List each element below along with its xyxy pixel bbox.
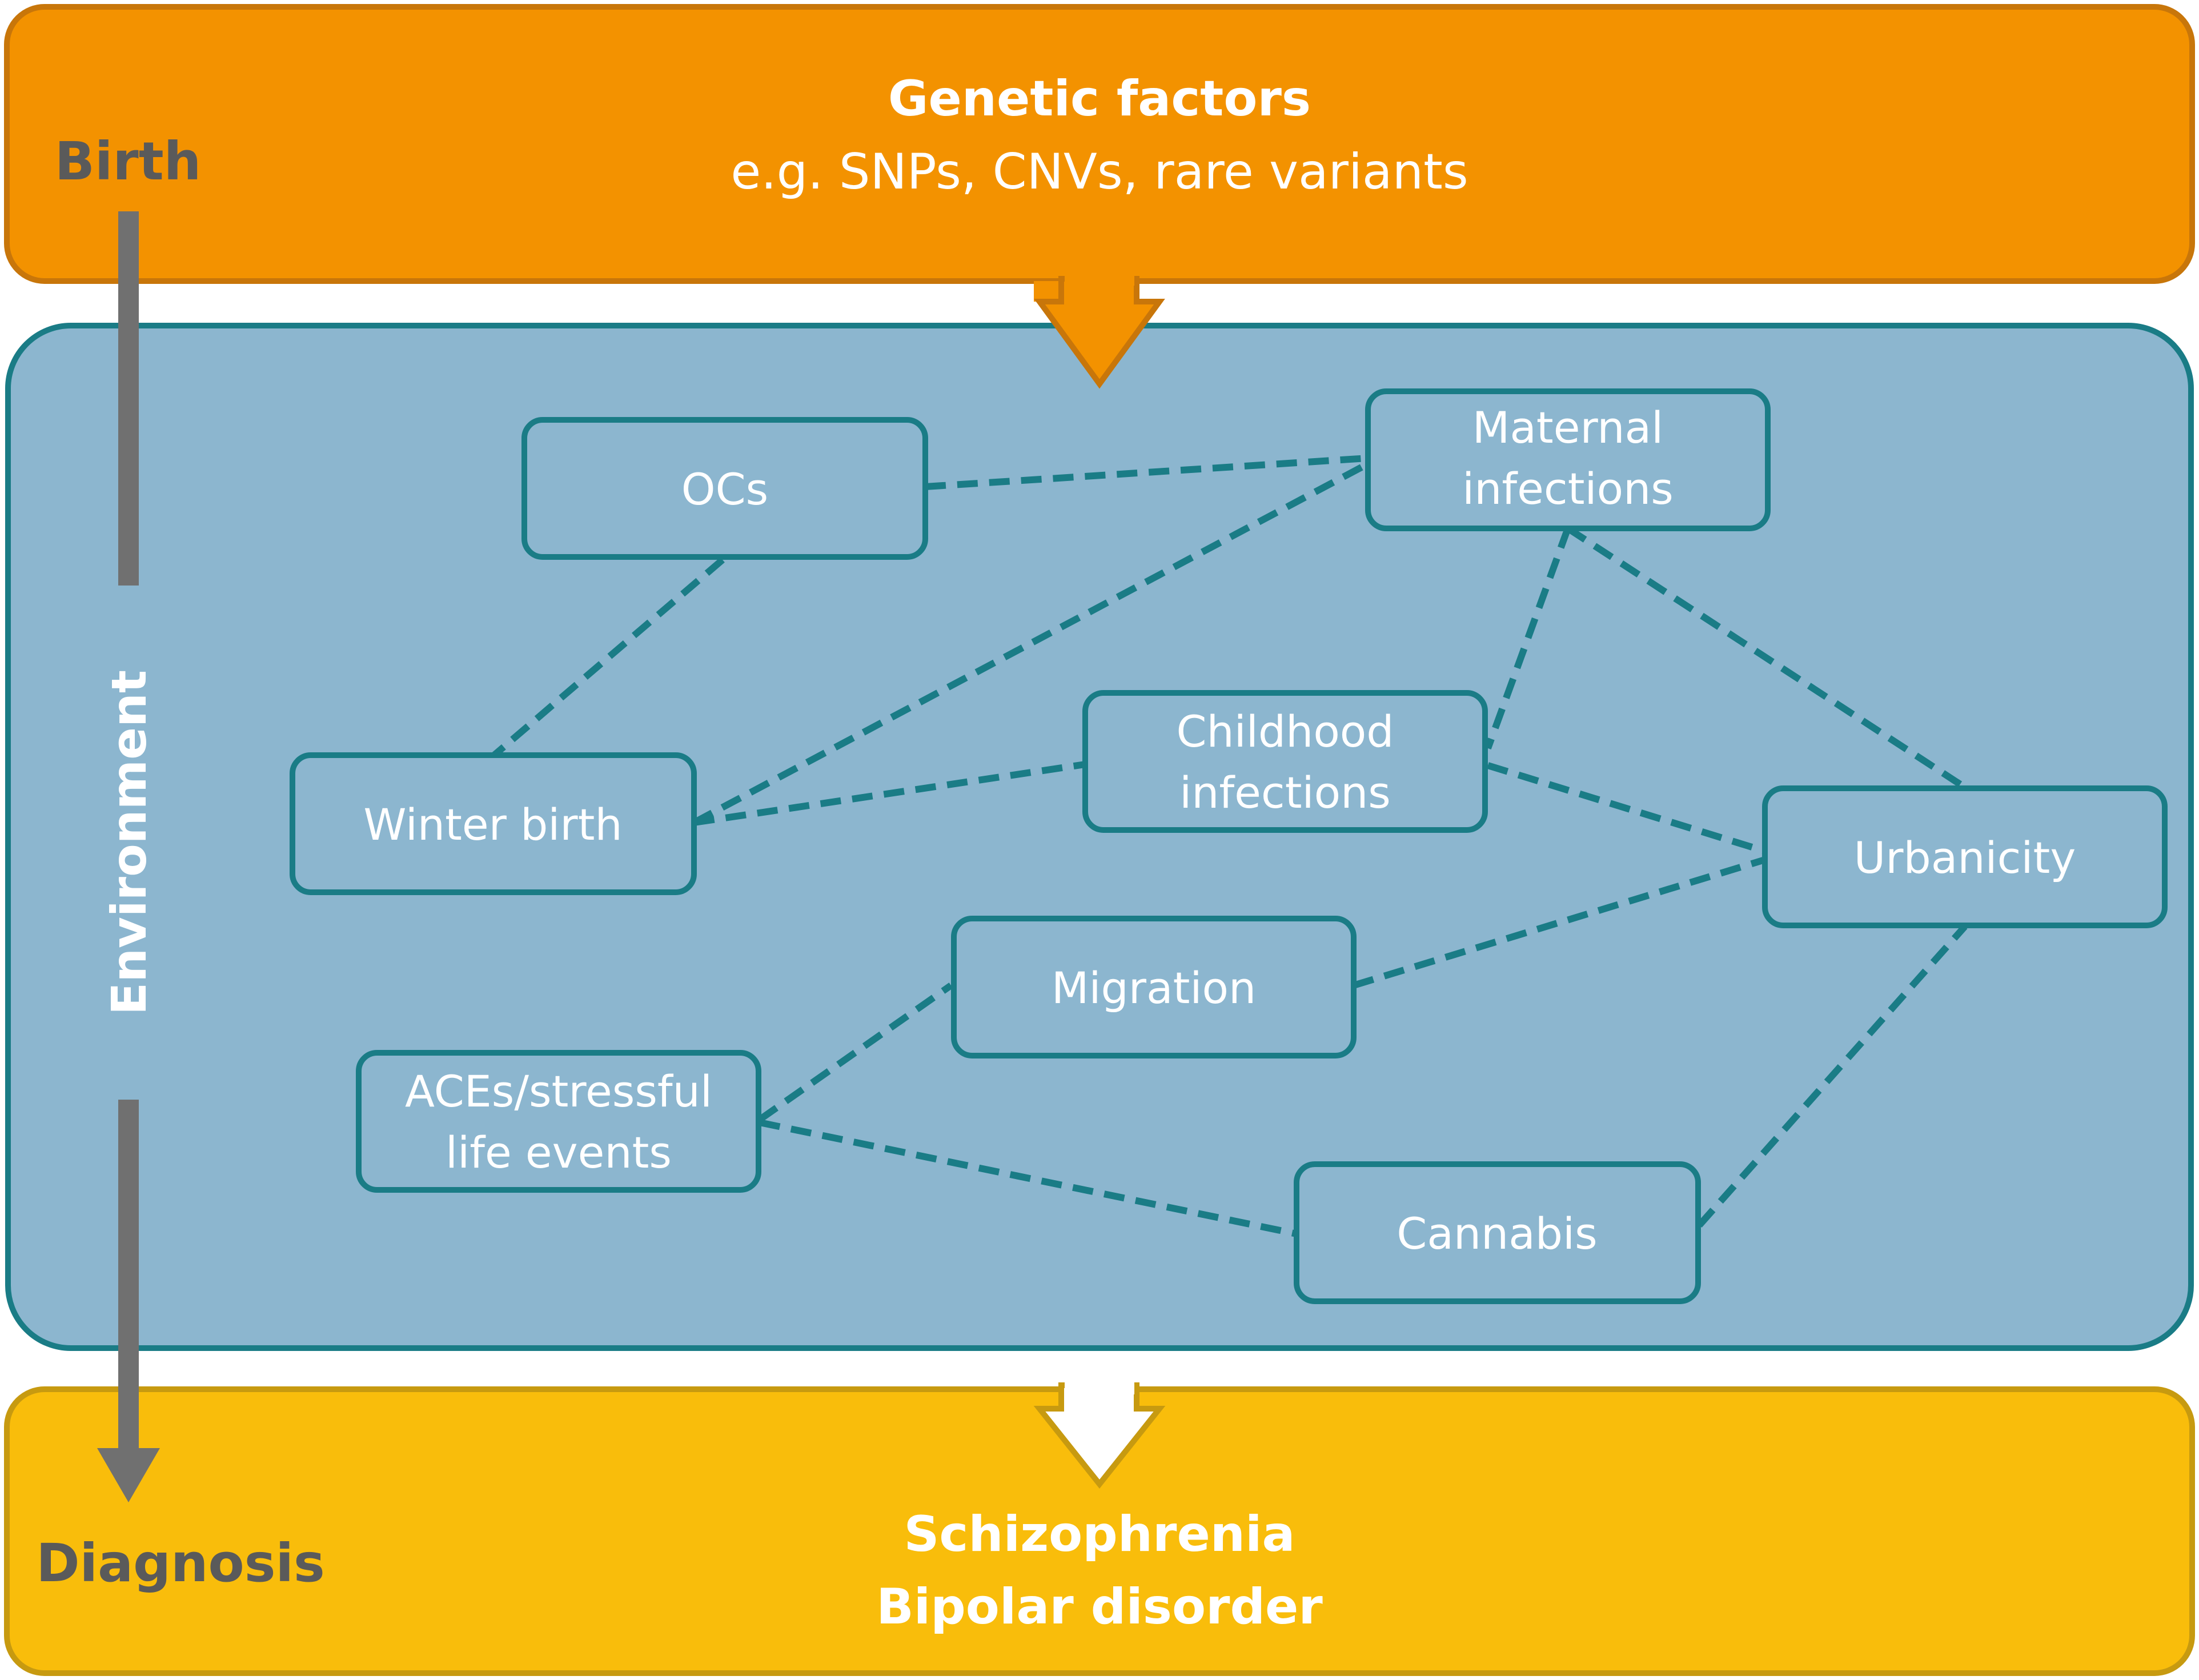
factor-maternal-infections-line-1: Maternal [1472,402,1663,453]
link-cannabis-urbanicity [1696,924,1968,1228]
outcome-line-2: Bipolar disorder [876,1578,1323,1635]
factor-winter-birth: Winter birth [290,752,697,895]
factor-aces-line-2: life events [446,1127,672,1178]
environment-to-outcome-arrow [1033,1382,1166,1489]
factor-maternal-infections-line-2: infections [1462,463,1674,514]
factor-maternal-infections: Maternal infections [1365,388,1771,531]
environment-label: Environment [101,670,157,1015]
factor-migration: Migration [951,916,1357,1058]
factor-childhood-infections-line-1: Childhood [1176,706,1394,757]
link-aces-migration [757,983,953,1122]
factor-childhood-infections-line-2: infections [1179,767,1391,818]
link-maternal-childhood-infections [1484,527,1571,750]
timeline-arrowhead [97,1448,160,1502]
genetics-arrow-joint-cover [1065,268,1134,286]
link-ocs-maternal-infections [925,455,1369,490]
timeline-bar-top [118,211,139,586]
link-maternal-infections-urbanicity [1566,525,1964,789]
factor-cannabis-label: Cannabis [1397,1208,1598,1259]
factor-aces-line-1: ACEs/stressful [405,1066,712,1117]
factor-winter-birth-label: Winter birth [363,799,622,850]
factor-links [492,455,1968,1237]
outcome-arrow-joint-cover [1065,1380,1134,1394]
genetics-to-environment-arrow-outline [1034,276,1165,389]
factor-childhood-infections: Childhood infections [1082,690,1488,833]
outcome-line-1: Schizophrenia [904,1506,1295,1563]
factor-urbanicity: Urbanicity [1762,785,2168,928]
factor-migration-label: Migration [1052,963,1256,1013]
link-migration-urbanicity [1353,856,1766,989]
link-aces-cannabis [759,1119,1298,1237]
genetic-factors-subtitle: e.g. SNPs, CNVs, rare variants [731,143,1468,201]
genetic-factors-title: Genetic factors [888,70,1311,127]
link-ocs-winter-birth [492,557,725,758]
timeline-end-label: Diagnosis [36,1533,325,1594]
factor-aces: ACEs/stressful life events [356,1050,761,1193]
factor-ocs-label: OCs [681,464,768,515]
factor-urbanicity-label: Urbanicity [1854,832,2076,883]
link-childhood-infections-urbanicity [1487,762,1766,855]
timeline-start-label: Birth [55,131,202,192]
link-winter-birth-childhood-infections [693,761,1086,826]
factor-ocs: OCs [521,417,928,560]
factor-cannabis: Cannabis [1294,1161,1701,1304]
timeline-bar-bottom [118,1100,139,1454]
